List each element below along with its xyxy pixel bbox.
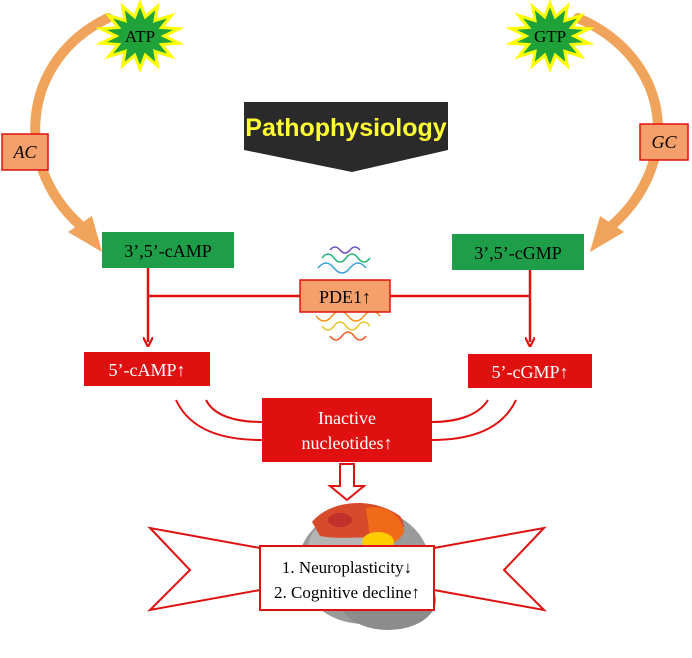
gtp-burst: GTP [505,0,595,73]
red-connectors [148,268,530,342]
title-text: Pathophysiology [245,114,447,142]
left-curved-arrow [30,13,113,252]
outcome-line2: 2. Cognitive decline↑ [274,583,420,602]
ac-box: AC [1,133,49,171]
gc-label: GC [651,132,677,152]
inactive-box: Inactive nucleotides↑ [262,398,432,462]
camp5-box: 5’-cAMP↑ [84,352,210,386]
pde1-label: PDE1↑ [319,287,371,307]
inactive-line1: Inactive [318,408,376,428]
cgmp-label: 3’,5’-cGMP [474,243,562,263]
hollow-down-arrow [327,463,367,502]
gtp-label: GTP [534,27,566,46]
outcome-box: 1. Neuroplasticity↓ 2. Cognitive decline… [259,545,435,611]
ac-label: AC [12,142,37,162]
camp-box: 3’,5’-cAMP [102,232,234,268]
atp-label: ATP [125,27,155,46]
right-curved-arrow [573,13,664,252]
gc-box: GC [639,123,689,161]
title-banner: Pathophysiology [244,102,448,172]
funnel-curves [175,399,517,441]
ribbon-banner [147,526,547,612]
cgmp5-box: 5’-cGMP↑ [468,354,592,388]
inactive-line2: nucleotides↑ [302,433,393,453]
atp-burst: ATP [95,0,185,73]
cgmp-box: 3’,5’-cGMP [452,234,584,270]
camp5-label: 5’-cAMP↑ [109,360,186,380]
camp-label: 3’,5’-cAMP [124,241,212,261]
cgmp5-label: 5’-cGMP↑ [492,362,569,382]
pde1-box: PDE1↑ [299,279,391,313]
outcome-line1: 1. Neuroplasticity↓ [282,558,412,577]
